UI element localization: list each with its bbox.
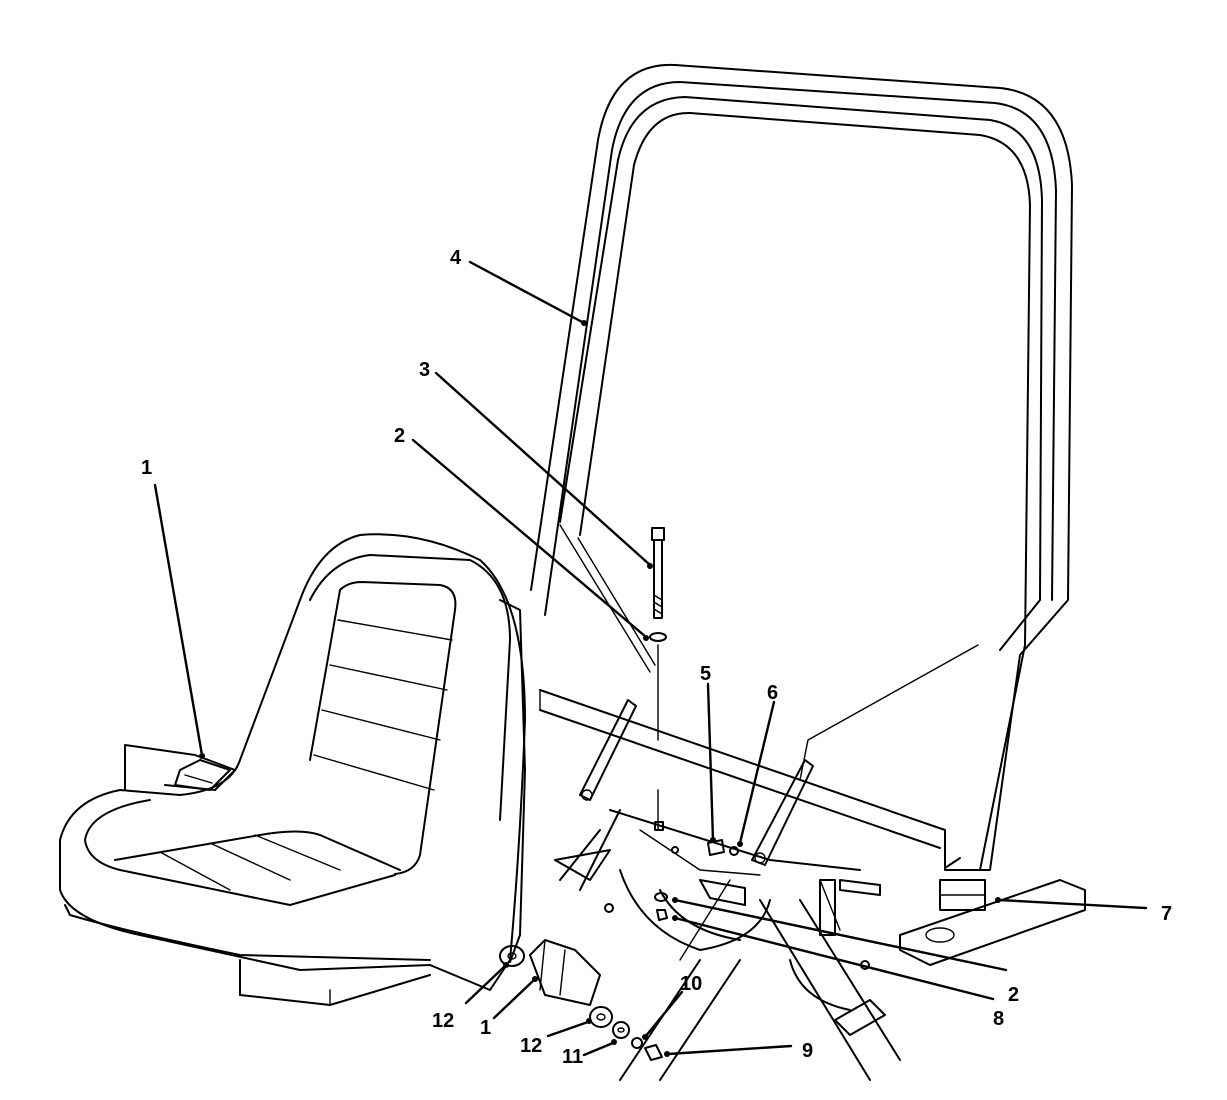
seat-bracket-exploded — [499, 939, 663, 1061]
callout-6: 6 — [767, 682, 778, 704]
callout-1-bracket: 1 — [480, 1017, 491, 1039]
bolt-assembly — [649, 527, 667, 831]
callout-5: 5 — [700, 663, 711, 685]
roll-bar — [530, 63, 1073, 871]
callout-labels: 1 4 3 2 5 6 7 2 8 10 9 12 1 12 11 — [141, 247, 1172, 1068]
callout-12-left: 12 — [432, 1010, 454, 1032]
callout-2-washer-top: 2 — [394, 425, 405, 447]
callout-3-bolt: 3 — [419, 359, 430, 381]
seat-frame — [539, 689, 1086, 1081]
callout-8: 8 — [993, 1008, 1004, 1030]
callout-1-seat-belt: 1 — [141, 457, 152, 479]
callout-12-right: 12 — [520, 1035, 542, 1057]
leader-lines — [153, 260, 1148, 1057]
callout-7: 7 — [1161, 903, 1172, 925]
callout-2-washer-bottom: 2 — [1008, 984, 1019, 1006]
small-hardware — [604, 839, 870, 970]
mount-plates — [579, 699, 814, 866]
seat — [59, 533, 526, 1006]
callout-11: 11 — [562, 1046, 583, 1068]
callout-4-roll-bar: 4 — [450, 247, 462, 269]
callout-9: 9 — [802, 1040, 813, 1062]
callout-10: 10 — [680, 973, 702, 995]
